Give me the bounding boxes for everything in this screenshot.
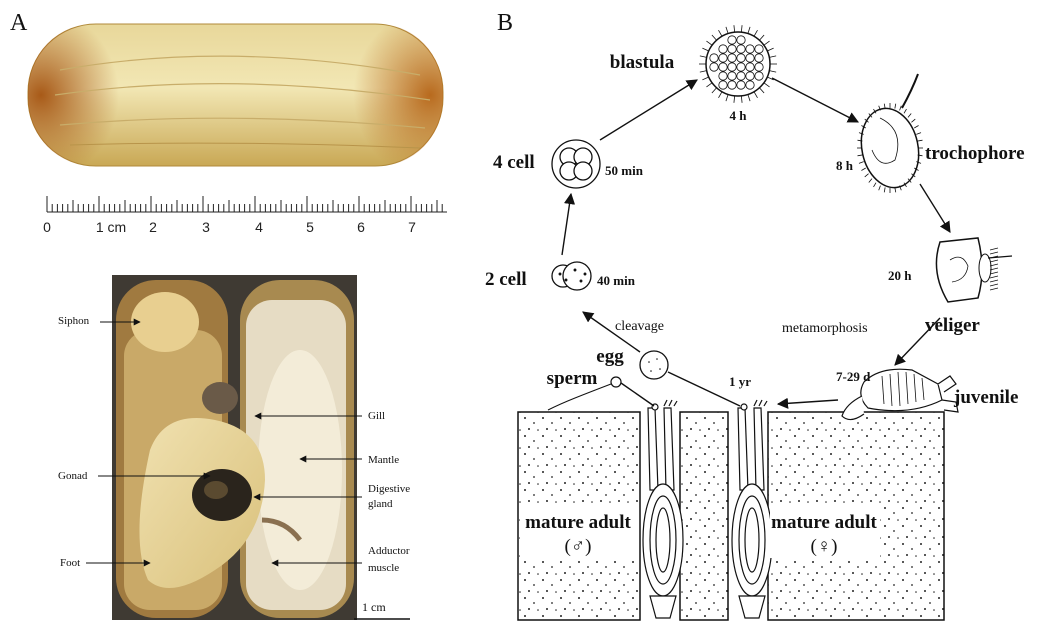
label-trochophore: trochophore: [925, 143, 1025, 164]
adult-clam-male: [643, 400, 683, 618]
label-adductor-line2: muscle: [368, 562, 399, 574]
label-adductor-line1: Adductor: [368, 545, 410, 557]
arrow-veliger-to-juvenile: [895, 318, 940, 365]
label-siphon: Siphon: [58, 315, 90, 327]
ruler-tick-label: 6: [357, 219, 365, 235]
adult-clam-female: [732, 400, 772, 618]
ruler-tick-label: 4: [255, 219, 263, 235]
ruler-tick-label: 2: [149, 219, 157, 235]
label-1-yr: 1 yr: [729, 374, 751, 389]
label-digestive-line1: Digestive: [368, 483, 410, 495]
veliger-drawing: [936, 238, 1012, 302]
arrow-2cell-to-4cell: [562, 194, 571, 255]
label-mantle: Mantle: [368, 454, 399, 466]
label-female-symbol: (♀): [811, 536, 838, 557]
label-male-symbol: (♂): [565, 536, 592, 557]
arrow-4cell-to-blastula: [600, 80, 697, 140]
label-metamorphosis: metamorphosis: [782, 321, 868, 336]
label-gonad: Gonad: [58, 470, 88, 482]
label-2-cell: 2 cell: [485, 269, 527, 290]
arrow-juvenile-to-adult: [778, 400, 838, 404]
blastula-drawing: [699, 25, 777, 103]
label-trochophore-time: 8 h: [836, 158, 854, 173]
label-cleavage: cleavage: [615, 319, 664, 334]
panel-a-letter: A: [10, 10, 28, 36]
label-4-cell: 4 cell: [493, 152, 535, 173]
label-veliger-time: 20 h: [888, 268, 912, 283]
trochophore-drawing: [854, 74, 925, 193]
four-cell-drawing: [552, 140, 600, 188]
label-4-cell-time: 50 min: [605, 163, 644, 178]
arrow-blastula-to-trochophore: [772, 78, 858, 122]
sediment-middle: [680, 412, 728, 620]
label-juvenile: juvenile: [953, 387, 1018, 408]
dissected-clam-photo: [112, 275, 357, 620]
label-sperm: sperm: [547, 368, 598, 389]
arrow-trochophore-to-veliger: [920, 184, 950, 232]
ruler-tick-label: 1 cm: [96, 219, 126, 235]
label-egg: egg: [596, 346, 624, 367]
egg-drawing: [640, 351, 668, 379]
panel-a: A 0 1 cm 2 3 4 5 6 7: [10, 10, 447, 620]
panel-b: B mat: [485, 10, 1025, 620]
label-mature-adult-female: mature adult: [771, 512, 877, 533]
ruler-tick-label: 5: [306, 219, 314, 235]
label-juvenile-time: 7-29 d: [836, 369, 871, 384]
ruler: 0 1 cm 2 3 4 5 6 7: [43, 196, 447, 235]
scale-bar: 1 cm: [354, 600, 410, 619]
scale-bar-label: 1 cm: [362, 600, 386, 614]
line-sperm-to-male: [621, 383, 654, 406]
ruler-tick-label: 7: [408, 219, 416, 235]
razor-clam-shell-photo: [28, 24, 443, 166]
label-digestive-line2: gland: [368, 498, 393, 510]
label-gill: Gill: [368, 410, 385, 422]
label-blastula: blastula: [610, 52, 675, 73]
panel-b-letter: B: [497, 10, 513, 36]
ruler-tick-label: 3: [202, 219, 210, 235]
label-blastula-time: 4 h: [730, 108, 748, 123]
ruler-tick-label: 0: [43, 219, 51, 235]
label-2-cell-time: 40 min: [597, 273, 636, 288]
two-cell-drawing: [552, 262, 591, 290]
label-foot: Foot: [60, 557, 80, 569]
label-mature-adult-male: mature adult: [525, 512, 631, 533]
